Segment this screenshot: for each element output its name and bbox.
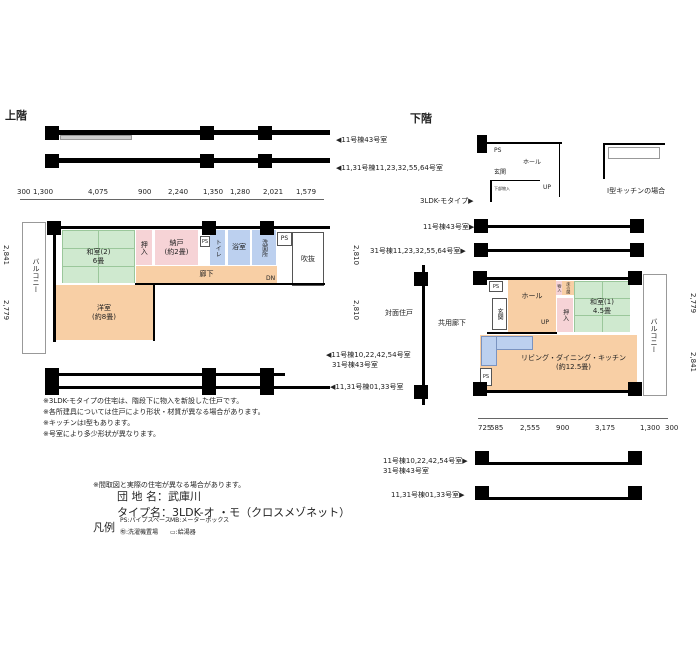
room-mono: 物入 — [556, 281, 562, 295]
room-oshiire: 押入 — [557, 298, 573, 332]
dim-label: 725 — [478, 424, 492, 432]
room-hall: ホール — [508, 280, 556, 332]
dim-label: 1,280 — [230, 188, 251, 196]
balcony — [643, 274, 667, 396]
room-label: 和室(2) — [86, 248, 111, 257]
dim-label: 4,075 — [88, 188, 109, 196]
dim-label: 900 — [556, 424, 570, 432]
dim-label: 300 — [17, 188, 31, 196]
dim-label: 2,555 — [520, 424, 541, 432]
type-label: 3LDK-モタイプ▶ — [420, 197, 474, 205]
wall — [47, 226, 330, 229]
wall — [477, 390, 639, 393]
legend-title: 凡例 — [93, 521, 115, 534]
legend-item: ㊒:洗濯機置場 — [120, 529, 159, 536]
wall — [153, 283, 155, 341]
pipe-space: PS — [489, 281, 503, 292]
room-bath: 浴室 — [228, 230, 250, 265]
lower-variant-label: 11号棟43号室▶ — [423, 223, 475, 231]
upper-variant-label: 31号棟43号室 — [332, 361, 378, 369]
type-name: タイプ名：3LDK-オ ・モ（クロスメゾネット） — [117, 506, 351, 519]
pipe-space: PS — [277, 232, 292, 246]
lower-variant-label: 11,31号棟01,33号室▶ — [391, 491, 465, 499]
dim-label: 1,350 — [203, 188, 224, 196]
note: ※各所建具については住戸により形状・材質が異なる場合があります。 — [43, 408, 265, 416]
room-nando: 納戸(約2畳) — [155, 230, 198, 265]
danchi-name: 団 地 名：武庫川 — [117, 490, 201, 503]
shared-corridor-label: 共用廊下 — [438, 319, 466, 327]
wall — [487, 332, 557, 334]
i-kitchen-label: I型キッチンの場合 — [607, 187, 666, 195]
dim-label: 585 — [490, 424, 504, 432]
room-size: 6畳 — [92, 256, 105, 265]
lower-dimension-line — [478, 418, 668, 419]
room-youshitsu: 洋室(約8畳) — [55, 285, 153, 340]
room-entrance: 玄関 — [492, 298, 507, 330]
wall — [477, 277, 639, 280]
room-tokonoma: 床の間 — [562, 281, 574, 295]
dim-label: 2,240 — [168, 188, 189, 196]
pipe-space: PS — [200, 236, 210, 247]
note: ※3LDK-モタイプの住宅は、階段下に物入を新設した住戸です。 — [43, 397, 244, 405]
kitchen-counter — [481, 336, 497, 366]
dim-label: 1,300 — [640, 424, 661, 432]
upper-variant-label: ◀11号棟43号室 — [336, 136, 388, 144]
lower-variant-label: 31号棟43号室 — [383, 467, 429, 475]
room-toilet: トイレ — [210, 230, 225, 265]
legend-item: ▭:給湯器 — [170, 529, 196, 536]
dim-right: 2,841 — [689, 352, 697, 373]
stairs-up-label: UP — [541, 319, 550, 326]
balcony — [22, 222, 46, 354]
upper-floor-title: 上階 — [5, 109, 27, 122]
upper-variant-label: ◀11,31号棟01,33号室 — [330, 383, 404, 391]
disclaimer: ※間取図と実際の住宅が異なる場合があります。 — [93, 481, 246, 489]
legend-item: PS:パイプスペース — [120, 517, 171, 524]
legend-item: MB:メーターボックス — [170, 517, 230, 524]
lower-variant-label: 31号棟11,23,32,55,64号室▶ — [370, 247, 466, 255]
wall — [135, 283, 325, 285]
room-washitsu-1: 和室(1)4.5畳 — [574, 281, 630, 332]
upper-variant-label: ◀11号棟10,22,42,54号室 — [326, 351, 411, 359]
dim-left: 2,779 — [2, 300, 10, 321]
room-fukinuke: 吹抜 — [292, 232, 324, 286]
note: ※号室により多少形状が異なります。 — [43, 430, 161, 438]
dim-label: 2,021 — [263, 188, 284, 196]
dim-label: 900 — [138, 188, 152, 196]
dim-right: 2,779 — [689, 293, 697, 314]
note: ※キッチンはI型もあります。 — [43, 419, 135, 427]
dim-label: 1,300 — [33, 188, 54, 196]
room-washitsu-2: 和室(2)6畳 — [62, 230, 135, 283]
dim-label: 1,579 — [296, 188, 317, 196]
balcony-label: バルコニー — [32, 258, 40, 293]
wall — [53, 226, 56, 342]
opposite-unit-label: 対面住戸 — [385, 309, 413, 317]
lower-variant-label: 11号棟10,22,42,54号室▶ — [383, 457, 468, 465]
stairs-down-label: DN — [266, 275, 276, 282]
lower-floor-title: 下階 — [410, 112, 432, 125]
dim-left: 2,841 — [2, 245, 10, 266]
corridor: 廊下 — [136, 266, 277, 283]
dim-label: 300 — [665, 424, 679, 432]
dim-right: 2,810 — [352, 245, 360, 266]
balcony-label: バルコニー — [650, 318, 658, 353]
upper-dimension-line — [20, 199, 324, 200]
room-oshiire: 押入 — [136, 230, 152, 265]
upper-variant-label: ◀11,31号棟11,23,32,55,64号室 — [336, 164, 443, 172]
dim-right: 2,810 — [352, 300, 360, 321]
room-washroom: 洗面所 — [252, 230, 276, 265]
dim-label: 3,175 — [595, 424, 616, 432]
